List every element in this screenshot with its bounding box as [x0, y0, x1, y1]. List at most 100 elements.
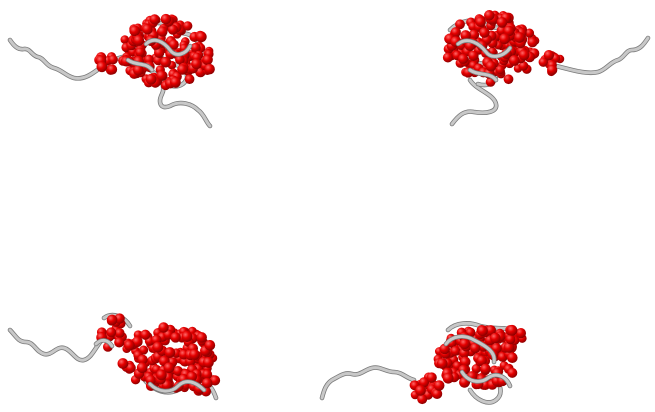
- atom-sphere: [470, 342, 481, 354]
- atom-sphere: [442, 372, 454, 384]
- atom-sphere: [106, 314, 118, 326]
- atom-sphere: [125, 362, 136, 373]
- atom-sphere: [524, 28, 535, 38]
- atom-sphere: [168, 39, 179, 50]
- atom-sphere: [204, 63, 215, 75]
- atom-sphere: [468, 29, 480, 40]
- atom-sphere: [177, 64, 188, 75]
- atom-sphere: [140, 329, 151, 340]
- atom-sphere: [129, 25, 141, 37]
- structure-top-left: [7, 13, 215, 129]
- atom-sphere: [460, 30, 471, 41]
- atom-sphere: [160, 13, 172, 25]
- atom-sphere: [505, 334, 516, 345]
- atom-sphere: [518, 49, 530, 61]
- atom-sphere: [195, 31, 207, 43]
- atom-sphere: [181, 331, 193, 342]
- atom-sphere: [160, 56, 172, 68]
- atom-sphere: [183, 21, 193, 31]
- atom-sphere: [175, 54, 185, 65]
- atom-sphere: [163, 362, 175, 374]
- atom-sphere: [499, 33, 510, 45]
- atom-sphere: [547, 64, 558, 76]
- atom-sphere: [431, 388, 443, 400]
- atom-sphere: [170, 332, 181, 343]
- structure-bottom-left: [7, 312, 221, 401]
- atom-sphere: [209, 375, 221, 386]
- atom-sphere: [184, 74, 195, 85]
- atom-sphere: [476, 355, 487, 366]
- atom-sphere: [156, 70, 167, 81]
- atom-sphere: [484, 10, 495, 21]
- atom-sphere: [508, 55, 520, 66]
- atom-sphere: [145, 73, 157, 85]
- atom-sphere: [107, 64, 118, 75]
- atom-sphere: [170, 76, 181, 88]
- atom-sphere: [507, 367, 518, 378]
- atom-sphere: [475, 16, 486, 28]
- atom-sphere: [137, 354, 148, 365]
- atom-sphere: [142, 24, 153, 35]
- atom-sphere: [471, 364, 481, 374]
- atom-sphere: [485, 325, 497, 336]
- atom-sphere: [133, 35, 145, 46]
- atom-sphere: [479, 27, 490, 38]
- atom-sphere: [418, 377, 430, 388]
- atom-sphere: [149, 14, 160, 25]
- atom-sphere: [477, 325, 488, 337]
- atom-sphere: [135, 47, 145, 58]
- atom-sphere: [202, 377, 213, 389]
- atom-sphere: [455, 19, 465, 30]
- atom-sphere: [157, 26, 168, 37]
- atom-sphere: [415, 385, 426, 396]
- atom-sphere: [156, 369, 167, 381]
- atom-sphere: [154, 47, 165, 58]
- atom-sphere: [515, 327, 527, 339]
- atom-sphere: [131, 336, 143, 348]
- atom-sphere: [485, 60, 497, 72]
- atom-sphere: [191, 58, 202, 70]
- atom-sphere: [527, 37, 538, 48]
- atom-sphere: [480, 363, 491, 375]
- atom-sphere: [202, 369, 213, 380]
- atom-sphere: [196, 332, 207, 343]
- atom-sphere: [114, 337, 125, 348]
- atom-sphere: [495, 65, 505, 75]
- atom-sphere: [436, 358, 448, 369]
- structure-bottom-right: [319, 321, 527, 405]
- atom-sphere: [108, 54, 118, 65]
- atom-sphere: [186, 371, 198, 382]
- atom-sphere: [417, 394, 428, 405]
- atom-sphere: [117, 358, 129, 369]
- atom-sphere: [173, 366, 183, 376]
- atom-sphere: [152, 341, 164, 353]
- atom-sphere: [203, 357, 214, 368]
- atom-sphere: [439, 343, 450, 355]
- atom-sphere: [518, 61, 529, 71]
- atom-sphere: [543, 49, 555, 61]
- structure-top-right: [442, 10, 651, 127]
- atom-sphere: [490, 332, 501, 344]
- atom-sphere: [189, 349, 200, 360]
- atom-sphere: [442, 52, 453, 63]
- atom-sphere: [538, 57, 549, 67]
- atom-sphere: [433, 380, 445, 391]
- atom-sphere: [459, 356, 471, 368]
- atom-sphere: [204, 340, 216, 351]
- atom-sphere: [503, 74, 514, 85]
- atom-sphere: [202, 54, 213, 65]
- atom-sphere: [167, 24, 179, 35]
- atom-sphere: [506, 324, 518, 336]
- atom-sphere: [496, 17, 508, 28]
- atom-sphere: [114, 328, 125, 339]
- atom-sphere: [164, 347, 176, 358]
- atom-sphere: [503, 342, 515, 353]
- atom-sphere: [514, 32, 525, 43]
- atom-sphere: [120, 35, 130, 44]
- atom-sphere: [426, 372, 437, 383]
- atom-sphere: [106, 327, 117, 338]
- atom-sphere: [158, 322, 169, 333]
- atom-sphere: [190, 42, 201, 53]
- atom-sphere: [459, 338, 471, 350]
